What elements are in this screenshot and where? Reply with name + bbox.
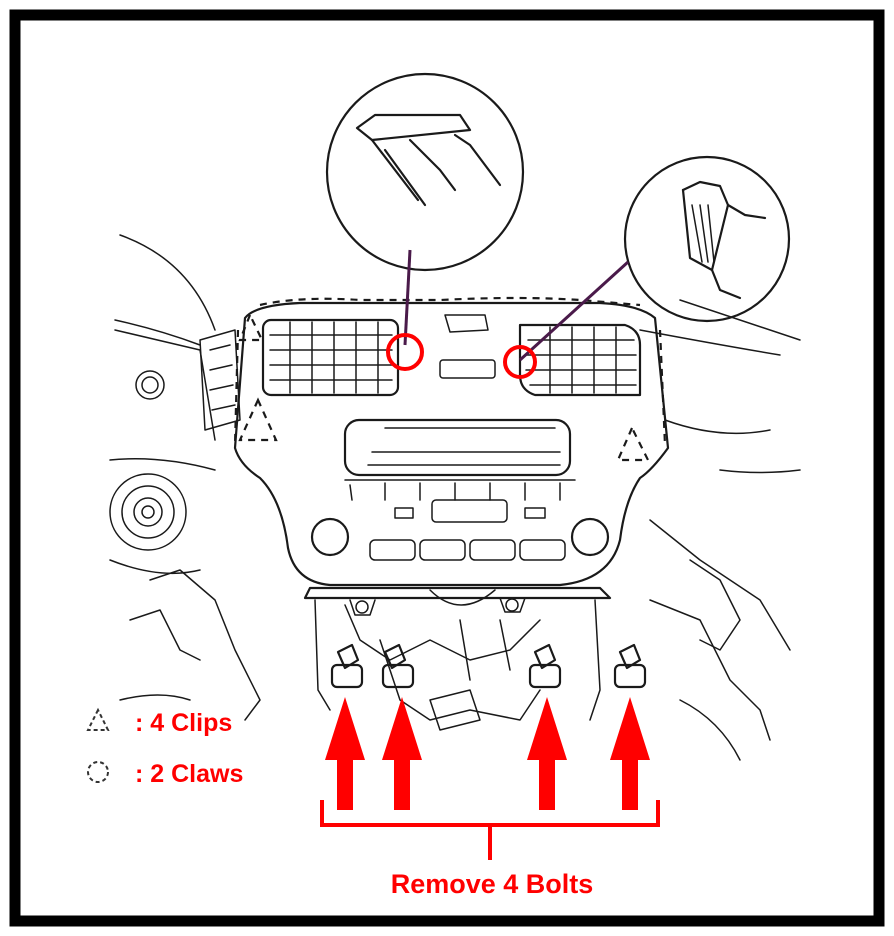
center-console-panel (233, 296, 670, 600)
removal-arrows (325, 697, 650, 810)
legend-claws-label: : 2 Claws (135, 760, 243, 788)
leader-line-right (518, 260, 630, 362)
bolt-3 (528, 643, 562, 689)
diagram-frame (9, 9, 885, 927)
bolt-1 (330, 643, 364, 689)
detail-callout-left (325, 72, 525, 272)
detail-callout-right (623, 155, 791, 323)
arrow-4 (610, 697, 650, 810)
claw-symbol-icon (87, 761, 109, 783)
bolts (330, 643, 647, 689)
bolts-bracket (320, 800, 660, 860)
bolt-4 (613, 643, 647, 689)
arrow-2 (382, 697, 422, 810)
arrow-1 (325, 697, 365, 810)
bolt-mounting-area (314, 589, 601, 731)
arrow-3 (527, 697, 567, 810)
leader-line-left (403, 249, 412, 346)
bolt-2 (381, 643, 415, 689)
legend-clips-label: : 4 Clips (135, 709, 232, 737)
legend: : 4 Clips : 2 Claws (86, 707, 243, 788)
caption-remove-bolts: Remove 4 Bolts (391, 869, 594, 899)
claw-highlight-right (503, 345, 537, 379)
claw-highlight-left (386, 333, 424, 371)
clip-markers (238, 312, 650, 462)
